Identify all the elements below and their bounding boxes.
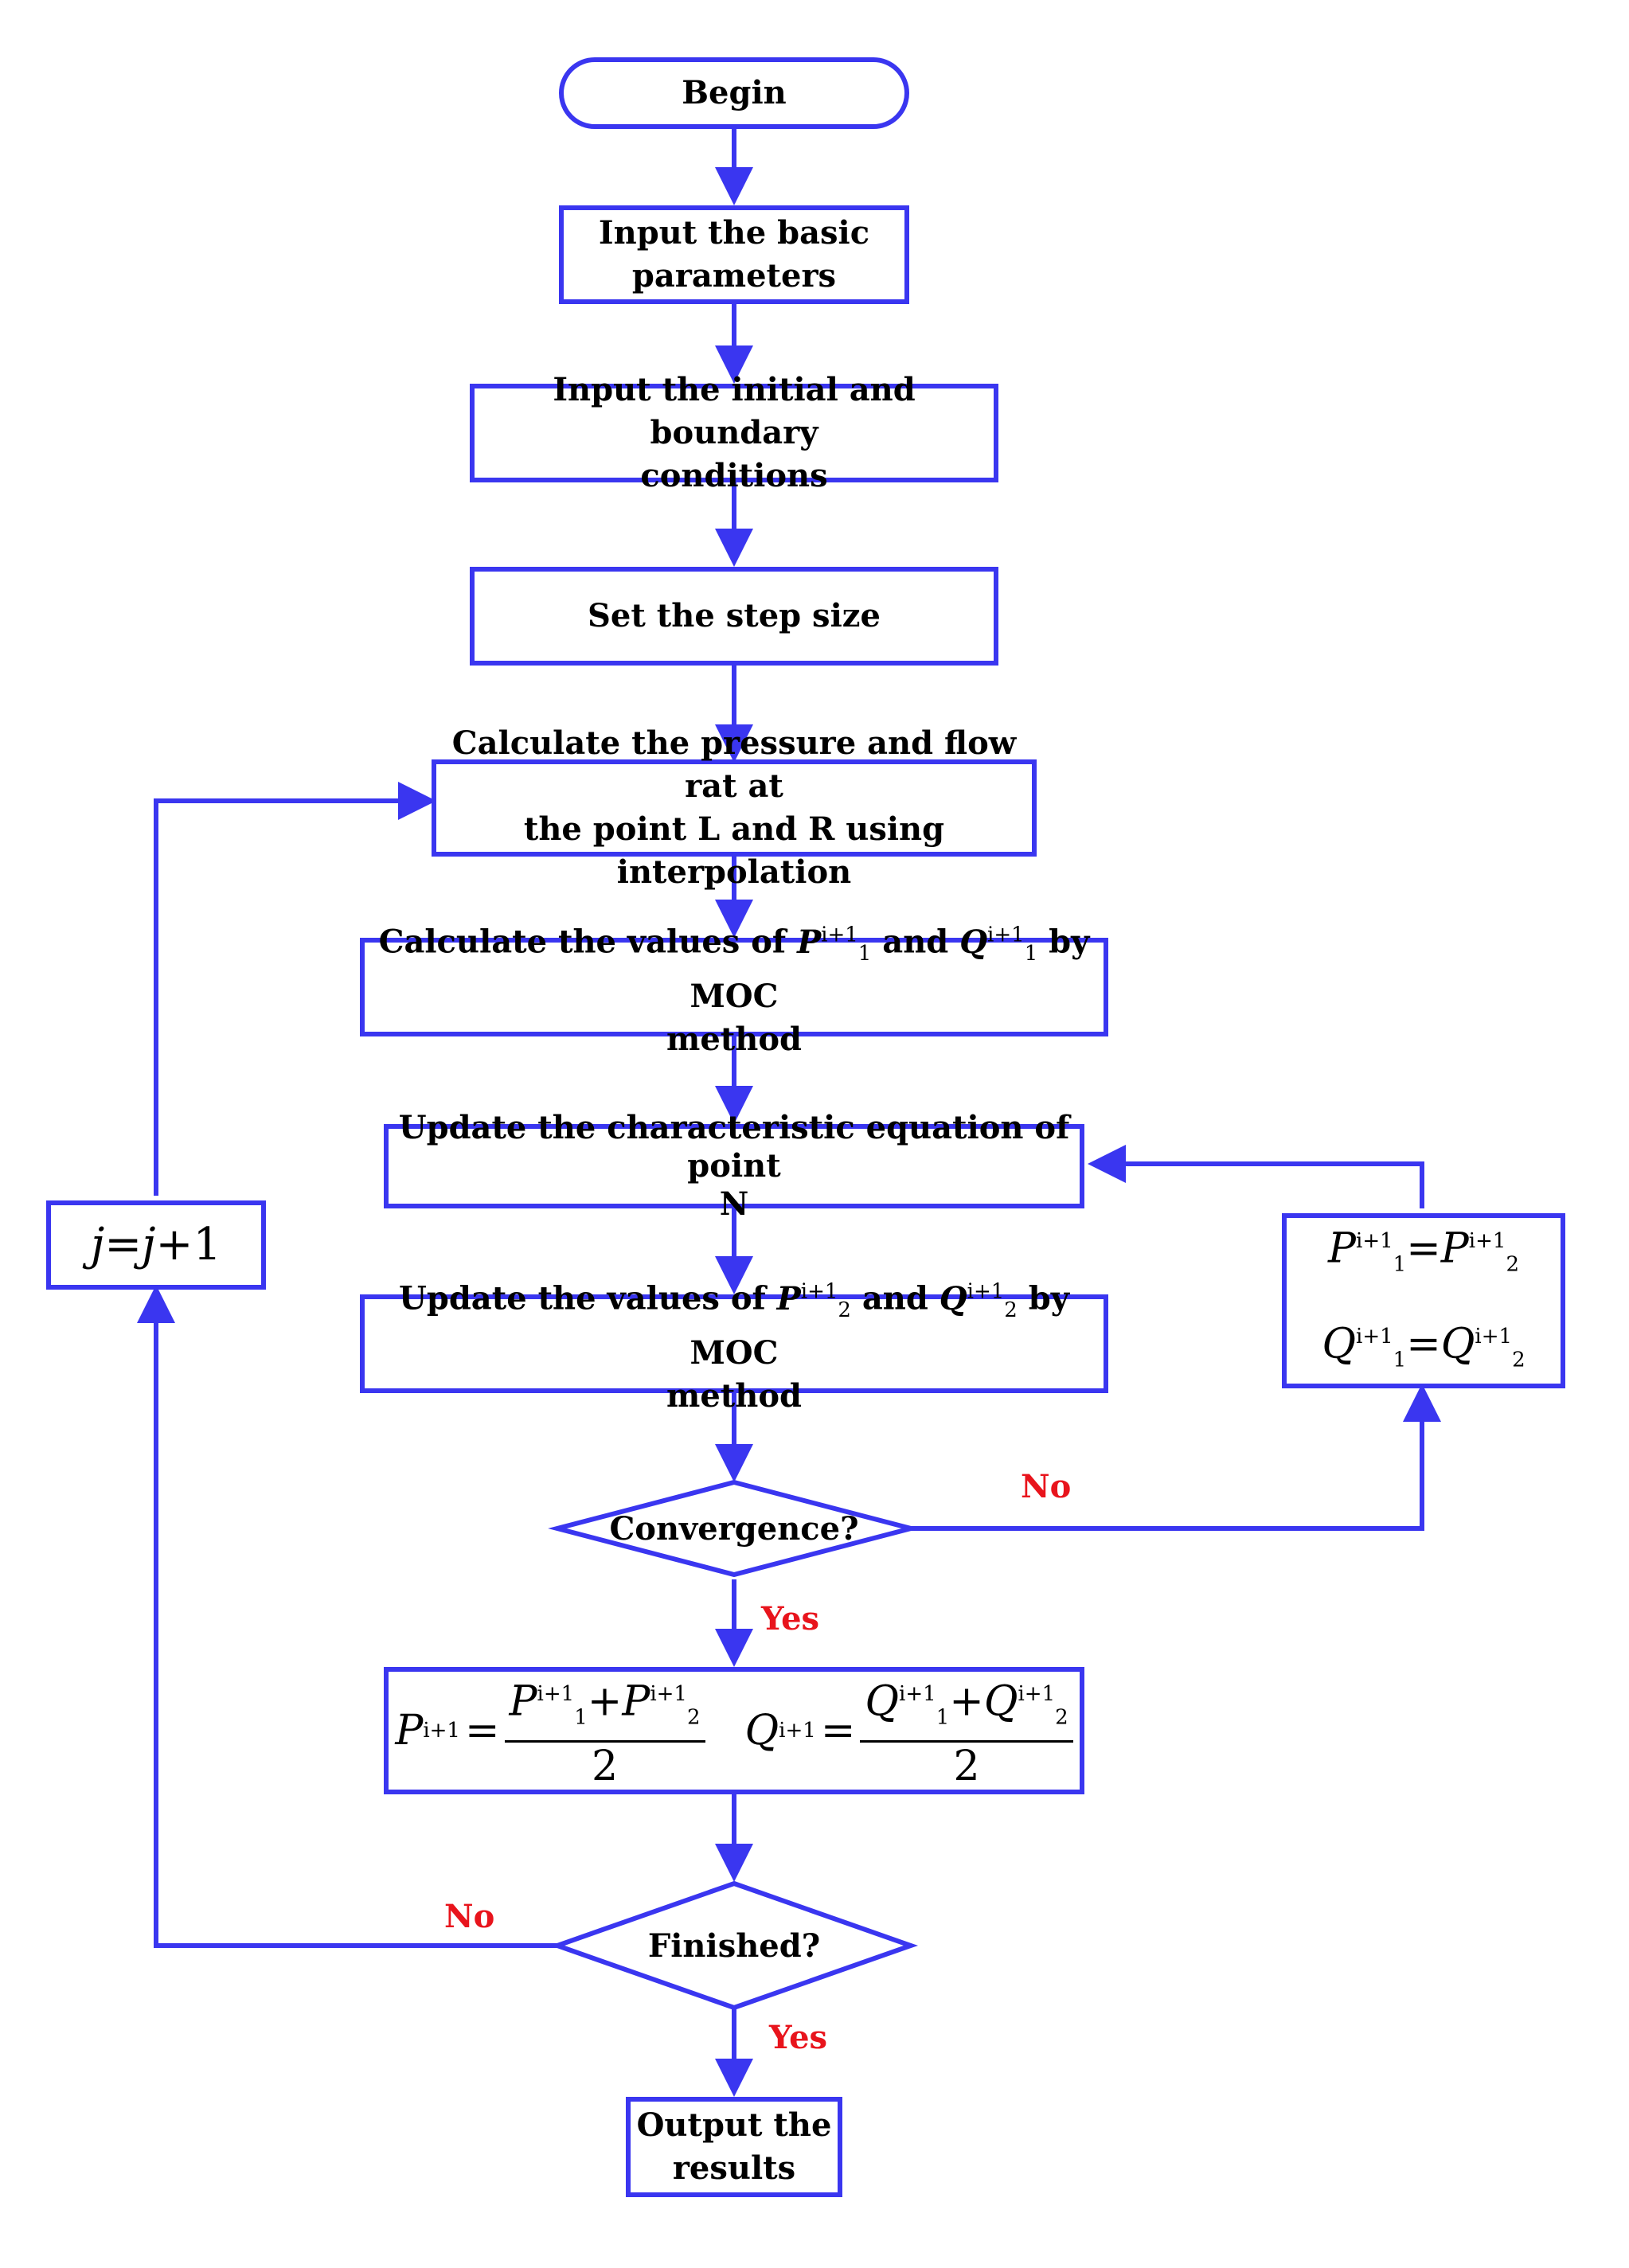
step-size-label: Set the step size (588, 597, 881, 634)
q-assignment: Qi+11=Qi+12 (1322, 1320, 1525, 1372)
begin-terminal: Begin (559, 57, 909, 129)
update-values-p2: Pi+12 (776, 1279, 851, 1322)
update-characteristic-line1: Update the characteristic equation of po… (398, 1109, 1070, 1185)
finished-label: Finished? (647, 1926, 821, 1965)
calc-moc-line1: Calculate the values of Pi+11 and Qi+11 … (365, 913, 1104, 1017)
arrow-loop-back (154, 782, 436, 1196)
update-values-line2: method (666, 1376, 802, 1415)
no-label-finished: No (444, 1898, 495, 1935)
output-line2: results (672, 2149, 796, 2187)
assignment-box: Pi+11=Pi+12 Qi+11=Qi+12 (1282, 1213, 1565, 1388)
convergence-label: Convergence? (609, 1509, 859, 1548)
update-characteristic-line2: N (719, 1185, 749, 1223)
increment-expression: j=j+1 (90, 1219, 222, 1271)
arrow-finished-no (137, 1285, 557, 1948)
calc-moc-text-and: and (882, 923, 949, 961)
calc-pressure-line2: the point L and R using interpolation (523, 810, 945, 891)
input-parameters-box: Input the basic parameters (559, 205, 909, 304)
update-values-text-and: and (861, 1279, 928, 1317)
arrow-update-back (1088, 1145, 1424, 1208)
output-line1: Output the (636, 2106, 832, 2144)
no-label-convergence: No (1021, 1468, 1072, 1505)
update-values-q2: Qi+12 (939, 1279, 1018, 1322)
begin-label: Begin (682, 74, 787, 111)
calc-moc-text-b: by MOC (689, 923, 1090, 1015)
update-values-box: Update the values of Pi+12 and Qi+12 by … (360, 1279, 1108, 1415)
p-assignment: Pi+11=Pi+12 (1328, 1224, 1519, 1277)
increment-box: j=j+1 (46, 1200, 266, 1290)
input-parameters-line1: Input the basic (598, 214, 870, 252)
update-values-text-b: by MOC (689, 1279, 1069, 1372)
input-conditions-box: Input the initial and boundary condition… (470, 371, 998, 494)
calc-moc-box: Calculate the values of Pi+11 and Qi+11 … (360, 923, 1108, 1058)
output-box: Output the results (626, 2097, 842, 2197)
calc-moc-q1: Qi+11 (959, 923, 1038, 966)
update-characteristic-box: Update the characteristic equation of po… (384, 1109, 1084, 1223)
calc-moc-line2: method (666, 1020, 802, 1058)
update-values-line1: Update the values of Pi+12 and Qi+12 by … (365, 1270, 1104, 1374)
calc-pressure-box: Calculate the pressure and flow rat at t… (432, 724, 1037, 891)
calc-pressure-line1: Calculate the pressure and flow rat at (451, 724, 1017, 805)
yes-label-finished: Yes (769, 2019, 828, 2056)
step-size-box: Set the step size (470, 567, 998, 666)
input-parameters-line2: parameters (631, 257, 837, 295)
arrow-convergence-no (911, 1384, 1441, 1531)
yes-label-convergence: Yes (761, 1600, 820, 1638)
calc-moc-p1: Pi+11 (797, 923, 872, 966)
calc-moc-text-a: Calculate the values of (378, 923, 787, 961)
update-values-text-a: Update the values of (398, 1279, 766, 1317)
finished-diamond (549, 1880, 919, 2011)
input-conditions-line1: Input the initial and boundary (553, 371, 916, 451)
convergence-diamond (548, 1479, 920, 1578)
input-conditions-line2: conditions (640, 457, 828, 494)
